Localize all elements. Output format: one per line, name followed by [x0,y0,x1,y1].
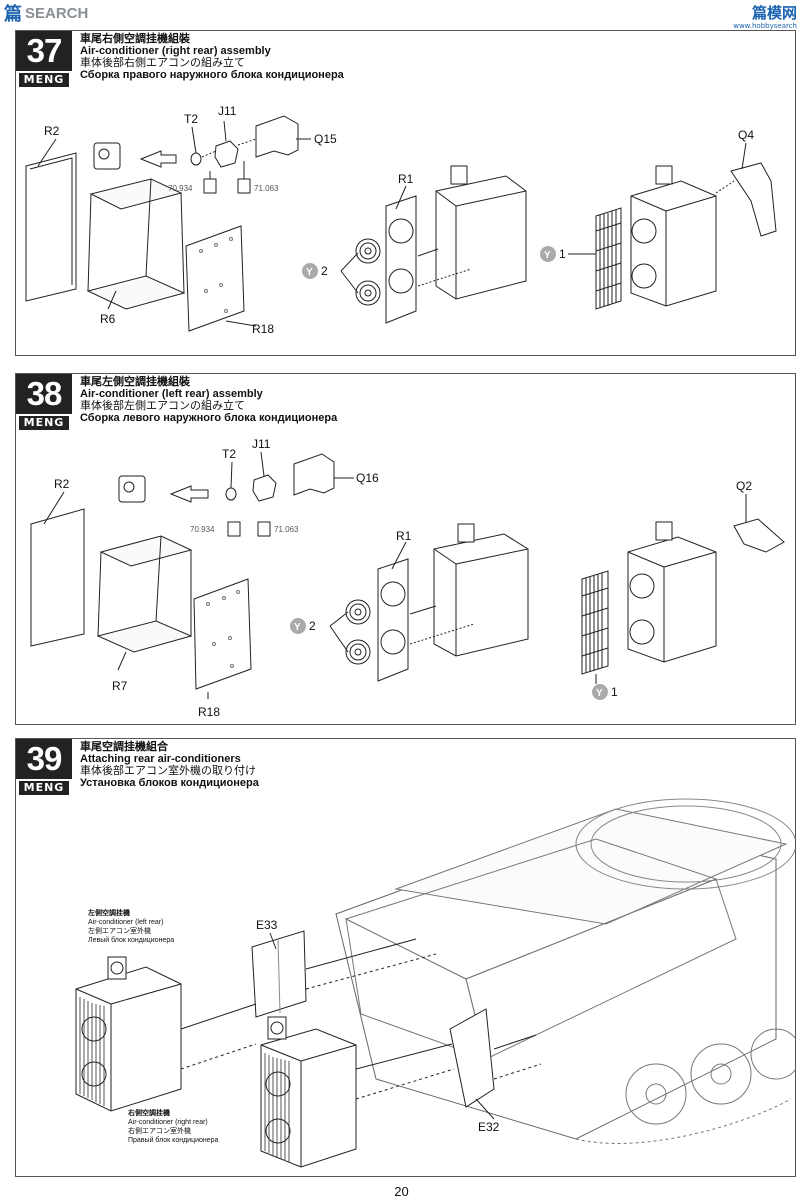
watermark-logo: 篇 [4,4,23,25]
marker-qty: 2 [321,264,328,278]
caption-ru: Правый блок кондиционера [128,1137,219,1144]
part-label: R18 [252,322,274,336]
part-label: Q4 [738,128,754,142]
caption-en: Air-conditioner (right rear) [128,1119,208,1126]
step-39-panel: 39 MENG 車尾空調挂機組合 Attaching rear air-cond… [15,738,796,1177]
title-cn: 車尾空調挂機組合 [80,741,168,753]
title-cn: 車尾左側空調挂機組裝 [80,376,190,388]
part-label: Q2 [736,479,752,493]
svg-text:Y: Y [544,250,551,261]
svg-text:Y: Y [596,688,603,699]
y-marker: Y [540,246,556,262]
watermark: 篇 SEARCH [4,2,89,25]
caption-jp: 右側エアコン室外機 [128,1128,191,1135]
watermark-corner: 篇模网 [751,4,797,22]
part-label: R18 [198,705,220,719]
svg-text:Y: Y [294,622,301,633]
step-37-labels: R2 T2 J11 Q15 R6 R18 R1 Q4 70.934 71.063… [44,104,754,336]
step-number: 38 [16,374,72,414]
brand-logo: MENG [19,73,69,87]
step-37-diagram: Y Y [25,115,777,332]
caption-ru: Левый блок кондиционера [88,937,175,944]
step-39-diagram [75,798,795,1168]
part-label: Q15 [314,132,337,146]
step-number: 39 [16,739,72,779]
right-unit-caption: 右側空調挂機 Air-conditioner (right rear) 右側エア… [128,1109,218,1145]
step-38-panel: 38 MENG 車尾左側空調挂機組裝 Air-conditioner (left… [15,373,796,725]
step-titles: 車尾左側空調挂機組裝 Air-conditioner (left rear) a… [80,376,337,424]
title-en: Air-conditioner (left rear) assembly [80,388,263,400]
part-label: J11 [252,437,271,451]
paint-code: 70.934 [190,525,215,534]
step-number: 37 [16,31,72,71]
title-jp: 車体後部エアコン室外機の取り付け [80,765,256,777]
left-unit-caption: 左側空調挂機 Air-conditioner (left rear) 左側エアコ… [88,909,174,945]
brand-logo: MENG [19,781,69,795]
title-en: Attaching rear air-conditioners [80,753,241,765]
part-label: Q16 [356,471,379,485]
step-39-labels: E33 E32 [256,918,500,1134]
title-ru: Сборка левого наружного блока кондиционе… [80,412,338,424]
caption-jp: 左側エアコン室外機 [88,928,151,935]
svg-text:Y: Y [306,267,313,278]
part-label: J11 [218,104,237,118]
marker-qty: 1 [559,247,566,261]
title-en: Air-conditioner (right rear) assembly [80,45,271,57]
part-label: T2 [184,112,198,126]
step-38-labels: R2 T2 J11 Q16 R7 R18 R1 Q2 70.934 71.063… [54,437,752,719]
part-label: E33 [256,918,278,932]
y-marker: Y [302,263,318,279]
marker-qty: 1 [611,685,618,699]
title-jp: 車体後部左側エアコンの組み立て [80,400,245,412]
paint-code: 70.934 [168,184,193,193]
page-number: 20 [394,1184,409,1199]
part-label: R1 [398,172,414,186]
part-label: R6 [100,312,116,326]
title-cn: 車尾右側空調挂機組裝 [80,33,190,45]
title-ru: Сборка правого наружного блока кондицион… [80,69,344,81]
marker-qty: 2 [309,619,316,633]
caption-cn: 右側空調挂機 [128,1110,170,1117]
part-label: R1 [396,529,412,543]
brand-logo: MENG [19,416,69,430]
part-label: T2 [222,447,236,461]
y-marker: Y [290,618,306,634]
watermark-text: SEARCH [25,4,89,22]
title-jp: 車体後部右側エアコンの組み立て [80,57,245,69]
step-titles: 車尾空調挂機組合 Attaching rear air-conditioners… [80,741,259,789]
title-ru: Установка блоков кондиционера [80,777,259,789]
y-marker: Y [592,684,608,700]
caption-en: Air-conditioner (left rear) [88,919,164,926]
step-titles: 車尾右側空調挂機組裝 Air-conditioner (right rear) … [80,33,344,81]
step-38-diagram: Y Y [30,451,785,700]
part-label: E32 [478,1120,500,1134]
paint-code: 71.063 [254,184,279,193]
part-label: R2 [44,124,60,138]
part-label: R2 [54,477,70,491]
step-37-panel: 37 MENG 車尾右側空調挂機組裝 Air-conditioner (righ… [15,30,796,356]
watermark-url: www.hobbysearch [733,22,797,30]
part-label: R7 [112,679,128,693]
paint-code: 71.063 [274,525,299,534]
caption-cn: 左側空調挂機 [88,910,130,917]
